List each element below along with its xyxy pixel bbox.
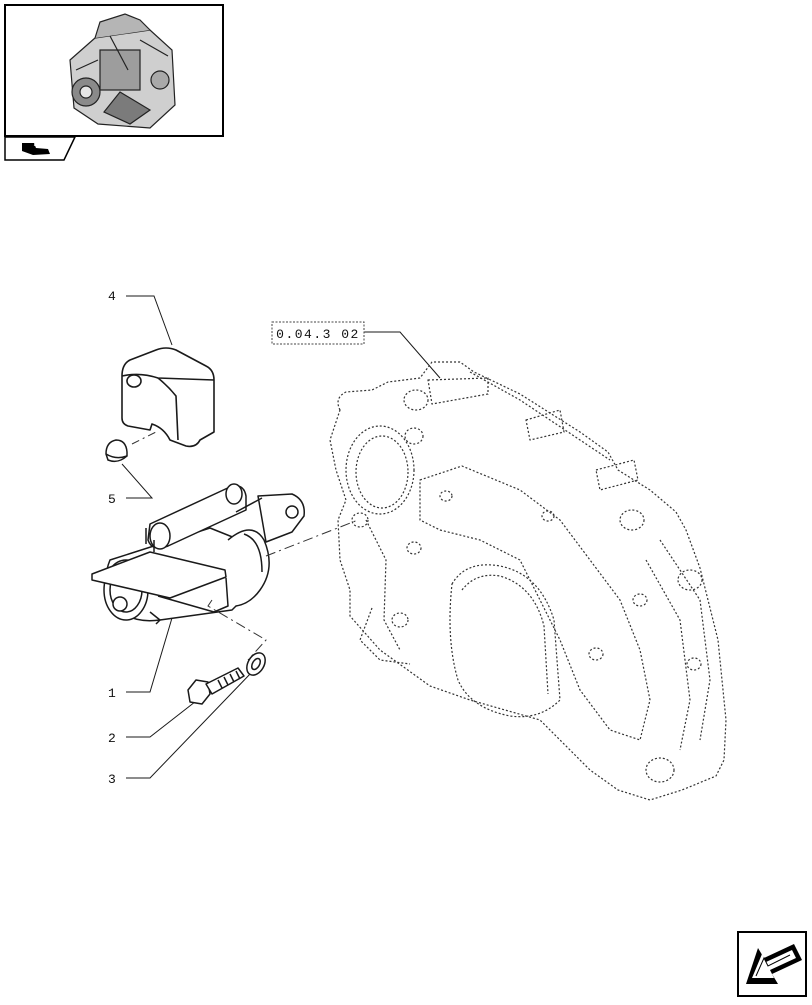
book-tab[interactable] [4, 136, 77, 161]
part-4-cap[interactable] [121, 347, 215, 448]
callout-leaders [121, 295, 441, 779]
part-5-small-cap[interactable] [105, 439, 128, 463]
callout-4: 4 [108, 289, 116, 304]
leader-4 [126, 295, 173, 346]
callout-1: 1 [108, 686, 116, 701]
callout-2: 2 [108, 731, 116, 746]
callout-5: 5 [108, 492, 116, 507]
next-page-button[interactable] [737, 931, 807, 997]
part-3-washer[interactable] [243, 650, 269, 679]
leader-1 [126, 617, 173, 693]
part-2-bolt[interactable] [187, 667, 245, 705]
leader-3 [126, 671, 253, 779]
next-page-arrow-icon [746, 944, 802, 984]
engine-thumbnail[interactable] [4, 4, 224, 137]
leader-ref [364, 331, 441, 379]
cap-alignment-line [131, 431, 157, 445]
leader-2 [126, 697, 201, 738]
engine-thumbnail-icon [69, 13, 176, 129]
leader-5 [121, 463, 154, 499]
book-pointer-icon [22, 143, 50, 155]
reference-box-label: 0.04.3 02 [276, 327, 360, 342]
flywheel-housing-phantom [329, 361, 727, 801]
callout-3: 3 [108, 772, 116, 787]
starter-alignment-line [265, 519, 359, 557]
bolt-alignment-line [207, 599, 267, 661]
reference-box[interactable]: 0.04.3 02 [271, 321, 365, 345]
part-1-starter-motor[interactable] [91, 483, 305, 625]
